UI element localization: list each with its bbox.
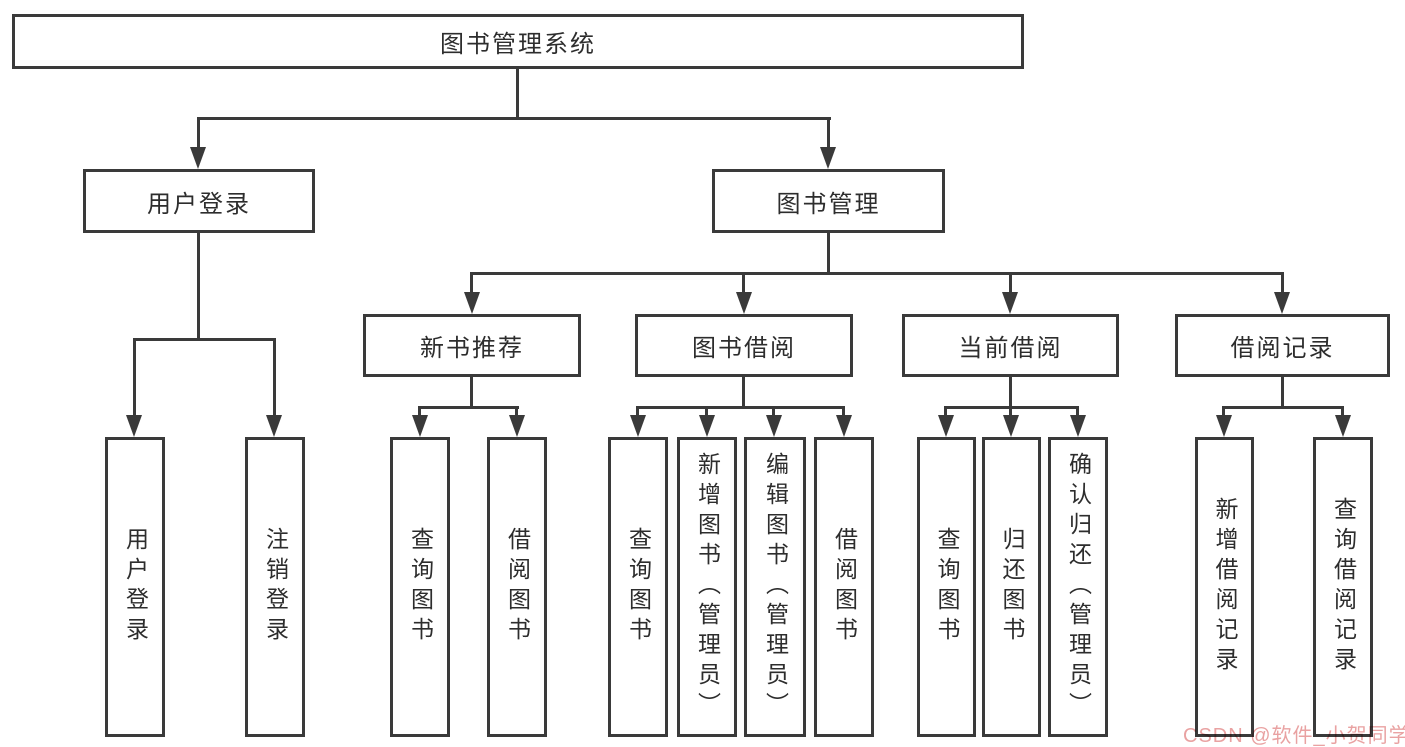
node-label: 查询图书 [934,527,960,647]
node-new-book-recommend: 新书推荐 [363,314,581,377]
node-label: 用户登录 [147,190,251,218]
arrowhead-down [190,147,206,169]
node-label: 确认归还（管理员） [1065,452,1092,722]
node-label: 图书管理 [776,190,881,218]
node-label: 查询图书 [625,527,652,647]
leaf-logout: 注销登录 [245,437,305,737]
arrowhead-down [1216,415,1232,437]
csdn-watermark: CSDN @软件_小贺同学 [1183,725,1405,747]
connector-vline [772,406,775,417]
connector-vline [1076,406,1079,417]
connector-hline [636,406,845,409]
leaf-query-books: 查询图书 [390,437,450,737]
node-book-management: 图书管理 [712,169,945,233]
connector-vline [1009,272,1012,294]
leaf-query-borrow-record: 查询借阅记录 [1313,437,1373,737]
arrowhead-down [509,415,525,437]
node-label: 借阅记录 [1230,335,1335,362]
arrowhead-down [266,415,282,437]
connector-hline [1223,406,1344,409]
connector-vline [470,377,473,408]
node-label: 查询图书 [407,527,434,647]
leaf-query-books: 查询图书 [608,437,668,737]
connector-hline [419,406,519,409]
node-user-login: 用户登录 [83,169,315,233]
leaf-user-login: 用户登录 [105,437,165,737]
arrowhead-down [412,415,428,437]
leaf-add-books-admin: 新增图书（管理员） [677,437,737,737]
node-label: 查询借阅记录 [1330,497,1357,677]
connector-vline [1222,406,1225,417]
arrowhead-down [464,292,480,314]
connector-hline [945,406,1079,409]
node-label: 当前借阅 [958,335,1063,362]
node-label: 新增图书（管理员） [694,452,721,722]
arrowhead-down [1070,415,1086,437]
connector-vline [742,272,745,294]
leaf-edit-books-admin: 编辑图书（管理员） [744,437,806,737]
node-library-management-system: 图书管理系统 [12,14,1024,69]
connector-vline [742,377,745,408]
leaf-return-books: 归还图书 [982,437,1041,737]
arrowhead-down [126,415,142,437]
node-label: 编辑图书（管理员） [762,452,789,722]
leaf-borrow-books: 借阅图书 [487,437,547,737]
leaf-borrow-books: 借阅图书 [814,437,874,737]
node-label: 新书推荐 [420,335,524,362]
arrowhead-down [836,415,852,437]
node-label: 借阅图书 [504,527,531,647]
connector-vline [1009,377,1012,408]
connector-vline [133,338,136,417]
node-label: 新增借阅记录 [1212,497,1238,677]
arrowhead-down [699,415,715,437]
connector-vline [1281,272,1284,294]
node-label: 注销登录 [262,527,289,647]
node-label: 借阅图书 [831,527,858,647]
connector-vline [1341,406,1344,417]
arrowhead-down [1335,415,1351,437]
connector-vline [470,272,473,294]
connector-hline [133,338,276,341]
connector-vline [1281,377,1284,408]
arrowhead-down [766,415,782,437]
connector-vline [944,406,947,417]
node-label: 图书借阅 [692,335,796,362]
node-label: 用户登录 [122,527,149,647]
connector-hline [470,272,1284,275]
node-borrow-records: 借阅记录 [1175,314,1390,377]
node-label: 图书管理系统 [440,31,596,58]
arrowhead-down [630,415,646,437]
connector-vline [1009,406,1012,417]
connector-vline [705,406,708,417]
connector-vline [197,117,200,149]
arrowhead-down [1274,292,1290,314]
node-label: 归还图书 [999,527,1025,647]
arrowhead-down [938,415,954,437]
leaf-query-books: 查询图书 [917,437,976,737]
arrowhead-down [820,147,836,169]
leaf-confirm-return-admin: 确认归还（管理员） [1048,437,1108,737]
leaf-add-borrow-record: 新增借阅记录 [1195,437,1254,737]
connector-vline [827,233,830,275]
connector-vline [827,117,830,149]
node-current-borrow: 当前借阅 [902,314,1119,377]
connector-vline [636,406,639,417]
connector-vline [515,406,518,417]
node-book-borrow: 图书借阅 [635,314,853,377]
arrowhead-down [1002,292,1018,314]
connector-vline [197,233,200,341]
connector-vline [842,406,845,417]
arrowhead-down [1003,415,1019,437]
connector-vline [418,406,421,417]
arrowhead-down [736,292,752,314]
connector-hline [197,117,831,120]
connector-vline [273,338,276,417]
connector-vline [516,69,519,117]
